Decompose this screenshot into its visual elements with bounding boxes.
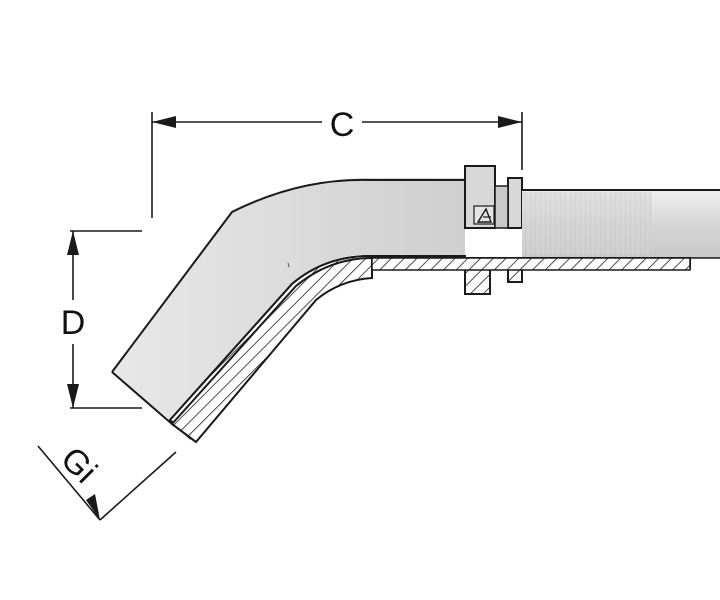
dimension-gi: Gi xyxy=(37,440,177,521)
collar-ring xyxy=(507,177,523,229)
body-upper-outline xyxy=(111,178,465,373)
dimension-d-label: D xyxy=(61,304,86,342)
dimension-c-label: C xyxy=(330,106,355,144)
fitting-body xyxy=(112,178,465,420)
dimension-c: C xyxy=(151,106,523,218)
dimension-gi-label: Gi xyxy=(53,440,104,491)
dimension-d: D xyxy=(61,230,142,409)
collar-groove xyxy=(494,185,509,229)
triangle-logo-icon xyxy=(473,205,495,225)
